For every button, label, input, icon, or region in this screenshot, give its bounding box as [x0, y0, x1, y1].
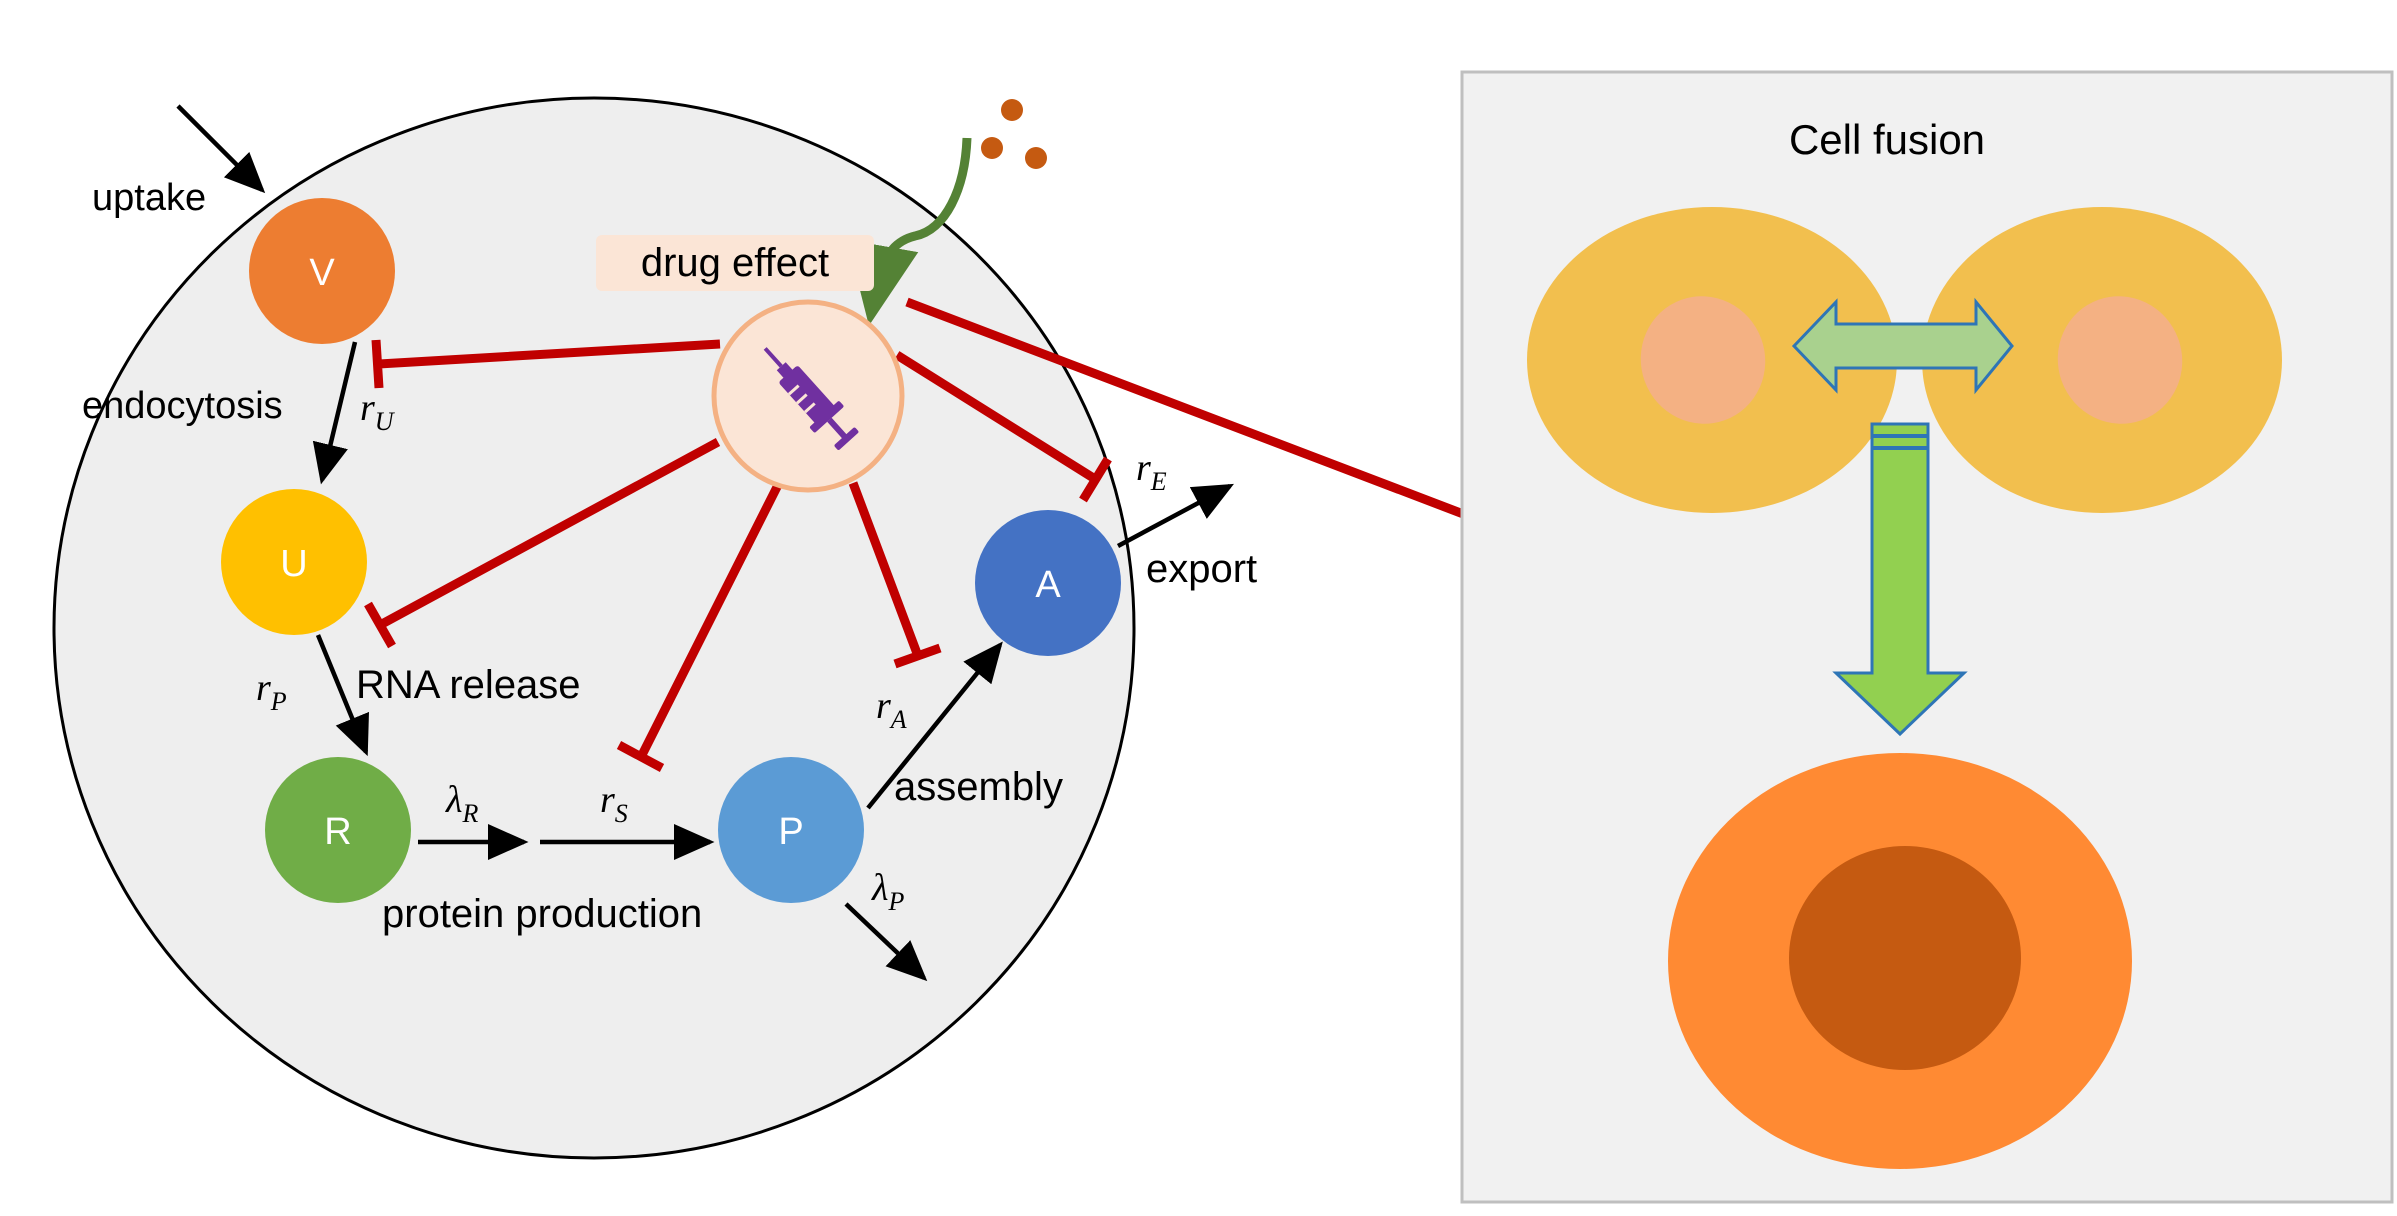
uptake-label: uptake: [92, 177, 206, 219]
rate-r-E: rE: [1136, 447, 1167, 496]
rate-r-U: rU: [360, 387, 396, 436]
drug-entry-arrow: [847, 137, 972, 326]
inhibit-rna-release: [364, 438, 721, 649]
cell-body: [52, 96, 1136, 1160]
protein-production-label: protein production: [382, 892, 702, 936]
fusion-down-arrow: [1832, 422, 1968, 737]
svg-text:V: V: [309, 252, 335, 294]
assembly-arrow: [866, 641, 1003, 810]
rna-release-label: RNA release: [356, 663, 581, 707]
drug-particles-icon: [981, 99, 1047, 169]
rate-r-A: rA: [876, 685, 907, 734]
endocytosis-arrow: [312, 341, 358, 485]
fusion-double-arrow: [1791, 297, 2014, 395]
node-A: A: [975, 510, 1121, 656]
cell-fusion-title: Cell fusion: [1789, 116, 1985, 163]
fusing-cell-right: [1922, 207, 2282, 513]
svg-text:R: R: [324, 811, 351, 853]
inhibit-endocytosis: [371, 339, 721, 389]
fused-cell: [1668, 753, 2132, 1169]
svg-text:P: P: [778, 811, 803, 853]
fusing-cell-left: [1527, 207, 1897, 513]
drug-effect-label-box: [596, 235, 874, 291]
drug-effect-label: drug effect: [641, 241, 829, 285]
assembly-label: assembly: [894, 765, 1063, 809]
rate-r-P: rP: [256, 667, 287, 716]
node-R: R: [265, 757, 411, 903]
process-arrows: [176, 104, 1234, 982]
rate-lambda-R: λR: [445, 779, 478, 828]
inhibit-assembly: [848, 481, 942, 669]
node-V: V: [249, 198, 395, 344]
node-U: U: [221, 489, 367, 635]
inhibit-export: [894, 351, 1112, 503]
svg-text:A: A: [1035, 564, 1061, 606]
rna-release-arrow: [315, 634, 369, 757]
drug-node: [711, 299, 905, 493]
node-P: P: [718, 757, 864, 903]
inhibit-protein-production: [616, 480, 784, 772]
rate-lambda-P: λP: [871, 867, 904, 916]
syringe-icon: [763, 347, 859, 450]
rate-r-S: rS: [600, 779, 628, 828]
endocytosis-label: endocytosis: [82, 385, 283, 427]
export-arrow: [1116, 483, 1234, 548]
svg-text:U: U: [280, 543, 307, 585]
uptake-arrow: [176, 104, 266, 194]
export-label: export: [1146, 547, 1257, 591]
protein-degradation-arrow: [844, 902, 928, 982]
